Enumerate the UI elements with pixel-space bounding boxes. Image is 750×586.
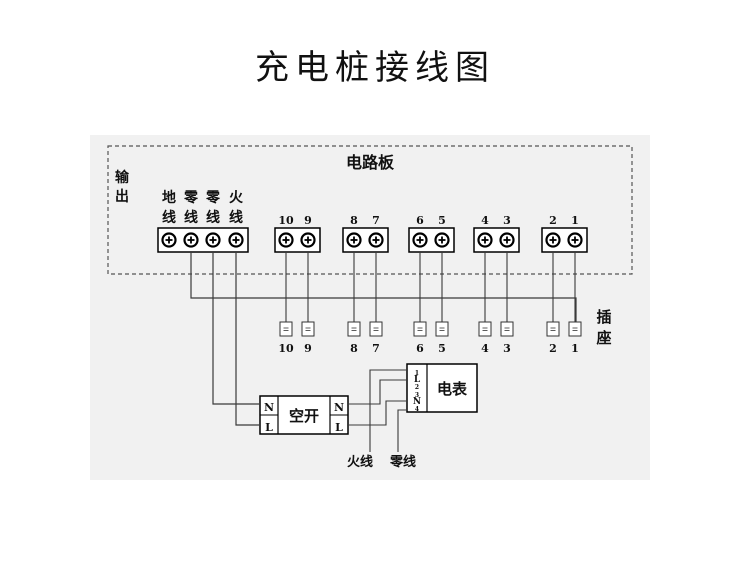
supply-neutral-wire [397,409,407,452]
socket-number: 6 [416,342,424,355]
main-terminal-label: 火 [229,190,244,206]
terminal-screw [368,232,384,248]
socket-pin [435,321,449,337]
neutral-to-breaker-wire [212,252,260,405]
page-title: 充电桩接线图 [255,48,495,88]
terminal-screw [477,232,493,248]
socket-number: 3 [503,342,511,355]
terminal-screw [434,232,450,248]
terminal-screw [300,232,316,248]
board-label: 电路板 [346,153,395,172]
socket-pin [546,321,560,337]
socket-pin [500,321,514,337]
meter-pin-label: 4 [415,406,419,413]
output-label: 输 [115,169,130,186]
ground-wire [190,252,577,322]
socket-number: 4 [481,342,489,355]
main-terminal-label: 线 [162,209,176,226]
terminal-number: 8 [350,214,358,227]
main-terminal-label: 零 [205,189,221,206]
board-label-bg [322,148,418,178]
socket-number: 2 [549,342,557,355]
terminal-number: 4 [481,214,489,227]
supply-live-label: 火线 [347,454,373,470]
meter-label: 电表 [437,380,468,398]
socket-label: 座 [595,329,611,347]
terminal-screw [545,232,561,248]
breaker-pole-n: N [264,401,274,414]
socket-number: 5 [438,342,446,355]
socket-pin [301,321,315,337]
socket-number: 8 [350,342,358,355]
socket-label: 插 [596,308,611,326]
board-frame [107,145,633,275]
terminal-number: 3 [503,214,511,227]
terminal-number: 2 [549,214,557,227]
main-terminal-screw [228,232,244,248]
terminal-number: 5 [438,214,446,227]
terminal-number: 9 [304,214,312,227]
socket-pin [568,321,582,337]
socket-number: 7 [372,342,380,355]
supply-neutral-label: 零线 [389,454,416,470]
meter-box [406,363,478,413]
breaker-n-to-meter-wire [348,379,407,405]
main-terminal-label: 线 [229,209,243,226]
terminal-number: 6 [416,214,424,227]
terminal-screw [567,232,583,248]
terminal-number: 1 [571,214,579,227]
main-terminal-screw [183,232,199,248]
main-terminal-screw [161,232,177,248]
terminal-screw [346,232,362,248]
main-terminal-label: 地 [162,189,176,206]
meter-pin-label: 1 [415,370,419,377]
socket-pin [279,321,293,337]
breaker-label: 空开 [289,407,319,425]
main-terminal-label: 线 [206,209,220,226]
terminal-screw [412,232,428,248]
terminal-screw [278,232,294,248]
meter-pin-label: N [413,397,421,407]
breaker-pole-n: N [334,401,344,414]
main-terminal-label: 零 [183,189,199,206]
supply-live-wire [369,369,407,452]
main-terminal-label: 线 [184,209,198,226]
socket-pin [369,321,383,337]
main-terminal-screw [205,232,221,248]
breaker-pole-l: L [335,421,343,434]
socket-number: 9 [304,342,312,355]
output-label: 出 [115,188,129,205]
terminal-number: 10 [278,214,294,227]
breaker-l-to-meter-wire [348,400,407,426]
socket-pin [478,321,492,337]
meter-pin-label: 3 [415,392,419,399]
socket-number: 1 [571,342,579,355]
live-to-breaker-wire [235,252,260,426]
terminal-number: 7 [372,214,380,227]
breaker-pole-l: L [265,421,273,434]
socket-pin [413,321,427,337]
terminal-screw [499,232,515,248]
meter-pin-label: 2 [415,384,419,391]
meter-pin-label: L [414,375,421,385]
socket-number: 10 [278,342,294,355]
socket-pin [347,321,361,337]
